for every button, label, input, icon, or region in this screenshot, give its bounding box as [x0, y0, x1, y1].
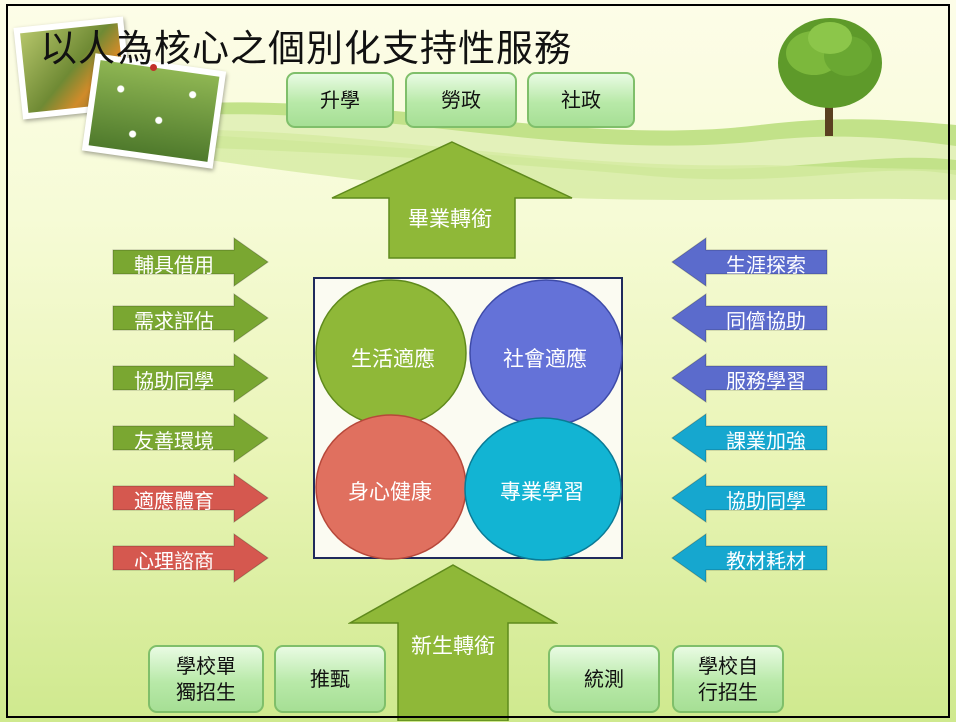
- left-service-label: 需求評估: [134, 309, 214, 333]
- top-box-social: 社政: [527, 72, 635, 128]
- right-service-arrow: [671, 413, 828, 463]
- right-service-arrow: [671, 237, 828, 287]
- left-service-label: 適應體育: [134, 489, 214, 513]
- slide-frame: [6, 4, 950, 718]
- left-service-arrow: [112, 237, 269, 287]
- right-service-label: 協助同學: [726, 489, 806, 513]
- right-service-arrow: [671, 473, 828, 523]
- left-service-label: 友善環境: [134, 429, 214, 453]
- graduation-transition-label: 畢業轉銜: [408, 207, 492, 231]
- right-service-arrow: [671, 353, 828, 403]
- circle-social-label: 社會適應: [503, 347, 587, 371]
- tree-image: [778, 18, 882, 136]
- bottom-box-label: 統測: [584, 667, 624, 691]
- bottom-box-label: 學校單 獨招生: [176, 654, 236, 704]
- bottom-box-independent-admission: 學校單 獨招生: [148, 645, 264, 713]
- graduation-transition-arrow: [331, 141, 573, 259]
- left-service-arrow: [112, 473, 269, 523]
- circle-life-label: 生活適應: [351, 347, 435, 371]
- left-service-arrow: [112, 293, 269, 343]
- pin-dot: [150, 64, 157, 71]
- right-service-arrow: [671, 533, 828, 583]
- bottom-box-recommendation: 推甄: [274, 645, 386, 713]
- left-service-label: 協助同學: [134, 369, 214, 393]
- left-service-label: 輔具借用: [134, 253, 214, 277]
- left-service-arrow: [112, 353, 269, 403]
- freshman-transition-label: 新生轉銜: [411, 634, 495, 658]
- left-service-arrow: [112, 413, 269, 463]
- right-service-label: 服務學習: [726, 369, 806, 393]
- page-title: 以人為核心之個別化支持性服務: [40, 27, 572, 70]
- circle-health-label: 身心健康: [348, 480, 432, 504]
- circle-professional-study: [464, 417, 622, 561]
- right-service-arrow: [671, 293, 828, 343]
- right-service-label: 教材耗材: [726, 549, 806, 573]
- right-service-label: 同儕協助: [726, 309, 806, 333]
- right-service-label: 課業加強: [726, 429, 806, 453]
- bottom-box-label: 推甄: [310, 667, 350, 691]
- core-circles: [315, 279, 623, 561]
- top-box-labor: 勞政: [405, 72, 517, 128]
- top-box-further-study: 升學: [286, 72, 394, 128]
- left-service-label: 心理諮商: [134, 549, 214, 573]
- bottom-box-school-admission: 學校自 行招生: [672, 645, 784, 713]
- circle-study-label: 專業學習: [500, 480, 584, 504]
- right-service-label: 生涯探索: [726, 253, 806, 277]
- left-service-arrow: [112, 533, 269, 583]
- bottom-box-label: 學校自 行招生: [698, 654, 758, 704]
- bottom-box-unified-exam: 統測: [548, 645, 660, 713]
- freshman-transition-arrow: [348, 564, 558, 721]
- top-box-label: 升學: [320, 88, 360, 112]
- top-box-label: 勞政: [441, 88, 481, 112]
- top-box-label: 社政: [561, 88, 601, 112]
